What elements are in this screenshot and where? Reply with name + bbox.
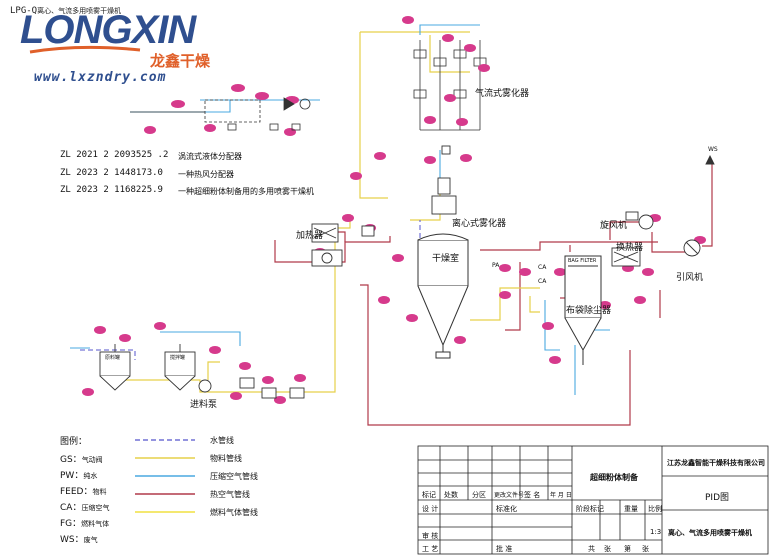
tb-product: 超细粉体制备	[590, 473, 638, 482]
tb-row-review: 审 核	[422, 532, 439, 540]
legend-heading: 图例：	[60, 437, 88, 447]
label-dust-collector: 布袋除尘器	[566, 306, 612, 316]
label-cyclone-fan: 旋风机	[600, 221, 628, 231]
label-airflow-atomizer: 气流式雾化器	[475, 89, 530, 99]
instrument-tags-top	[82, 16, 706, 404]
tb-header-change: 更改文件号	[494, 492, 525, 499]
label-drying-chamber: 干燥室	[432, 254, 460, 264]
tb-approve: 批 准	[496, 545, 513, 553]
tb-machine: 离心、气流多用喷雾干燥机	[668, 529, 752, 537]
tb-ratio: 比例	[648, 505, 662, 513]
tb-page: 第	[624, 545, 631, 553]
label-feed-tank: 原料罐	[105, 355, 121, 361]
tb-header-date: 年 月 日	[550, 492, 572, 499]
legend-line-hot-air: 热空气管线	[210, 490, 250, 499]
tb-weight: 重量	[624, 505, 638, 513]
bag-filter-vessel	[564, 255, 602, 365]
tb-scale: 1:3	[650, 528, 662, 536]
tb-header-zone: 分区	[472, 491, 486, 499]
label-induced-fan: 引风机	[676, 273, 704, 283]
tb-row-mark: 标记	[422, 491, 436, 499]
label-ws-tag: WS	[708, 146, 718, 153]
legend-code-fg: FG：燃料气体	[60, 519, 110, 529]
patent-number-1: ZL 2021 2 2093525 .2	[60, 150, 169, 160]
legend-code-feed: FEED：物料	[60, 487, 107, 497]
legend-code-ca: CA：压缩空气	[60, 503, 110, 513]
legend-line-fuel-gas: 燃料气体管线	[210, 508, 258, 517]
tb-sheet-b: 张	[642, 545, 649, 553]
label-pa-tag: PA	[492, 262, 500, 269]
centrifugal-atomizer-unit	[431, 145, 457, 215]
legend-code-pw: PW：纯水	[60, 471, 98, 481]
tb-total: 共	[588, 545, 595, 553]
label-heat-exchanger: 换热器	[616, 243, 644, 253]
hot-air-lines	[274, 160, 713, 426]
induced-fan-unit	[683, 154, 715, 257]
doc-code: LPG-Q离心、气流多用喷雾干燥机	[10, 6, 122, 16]
tb-drawing-type: PID图	[705, 493, 730, 503]
cyclone-fan-unit	[625, 211, 654, 230]
heat-exchanger-unit	[611, 247, 641, 267]
tb-sheet-a: 张	[604, 545, 611, 553]
logo-url: www.lxzndry.com	[34, 70, 167, 85]
label-heater: 加热器	[296, 231, 324, 241]
legend-line-water: 水管线	[210, 436, 234, 445]
patent-number-3: ZL 2023 2 1168225.9	[60, 185, 163, 195]
label-feed-pump: 进料泵	[190, 400, 218, 410]
patent-title-3: 一种超细粉体制备用的多用喷雾干燥机	[178, 187, 314, 196]
logo-chinese: 龙鑫干燥	[150, 52, 211, 70]
feed-tanks	[99, 344, 196, 391]
feed-pump-unit	[198, 377, 305, 399]
label-ca-left: CA	[538, 264, 547, 271]
patent-title-1: 涡流式液体分配器	[178, 152, 242, 161]
legend-line-samples	[135, 439, 195, 513]
tb-header-mark: 处数	[444, 491, 458, 499]
label-bag-filter: BAG FILTER	[568, 258, 597, 264]
legend-code-gs: GS：气动阀	[60, 455, 103, 465]
legend-code-ws: WS：废气	[60, 535, 98, 545]
airflow-atomizer-cluster	[413, 40, 487, 131]
tb-standardization: 标准化	[496, 505, 517, 513]
tb-row-design: 设 计	[422, 505, 439, 513]
tb-header-sign: 签 名	[524, 491, 541, 499]
label-centrifugal-atomizer: 离心式雾化器	[452, 219, 507, 229]
legend-line-compressed-air: 压缩空气管线	[210, 472, 258, 481]
drying-chamber-vessel	[417, 233, 469, 359]
label-mixing-tank: 搅拌罐	[170, 355, 186, 361]
water-lines	[80, 220, 421, 360]
label-ca-right: CA	[538, 278, 547, 285]
tb-company: 江苏龙鑫智能干燥科技有限公司	[667, 459, 765, 467]
distribution-manifold	[130, 97, 311, 131]
logo-wordmark: LONGXIN	[20, 8, 196, 52]
title-block-grid	[417, 445, 769, 555]
logo-swoosh	[29, 45, 141, 54]
legend-line-material: 物料管线	[210, 454, 242, 463]
tb-stage-mark: 阶段标记	[576, 505, 604, 513]
patent-title-2: 一种热风分配器	[178, 170, 234, 179]
heater-unit	[311, 223, 375, 267]
tb-row-process: 工 艺	[422, 545, 439, 553]
patent-number-2: ZL 2023 2 1448173.0	[60, 168, 163, 178]
